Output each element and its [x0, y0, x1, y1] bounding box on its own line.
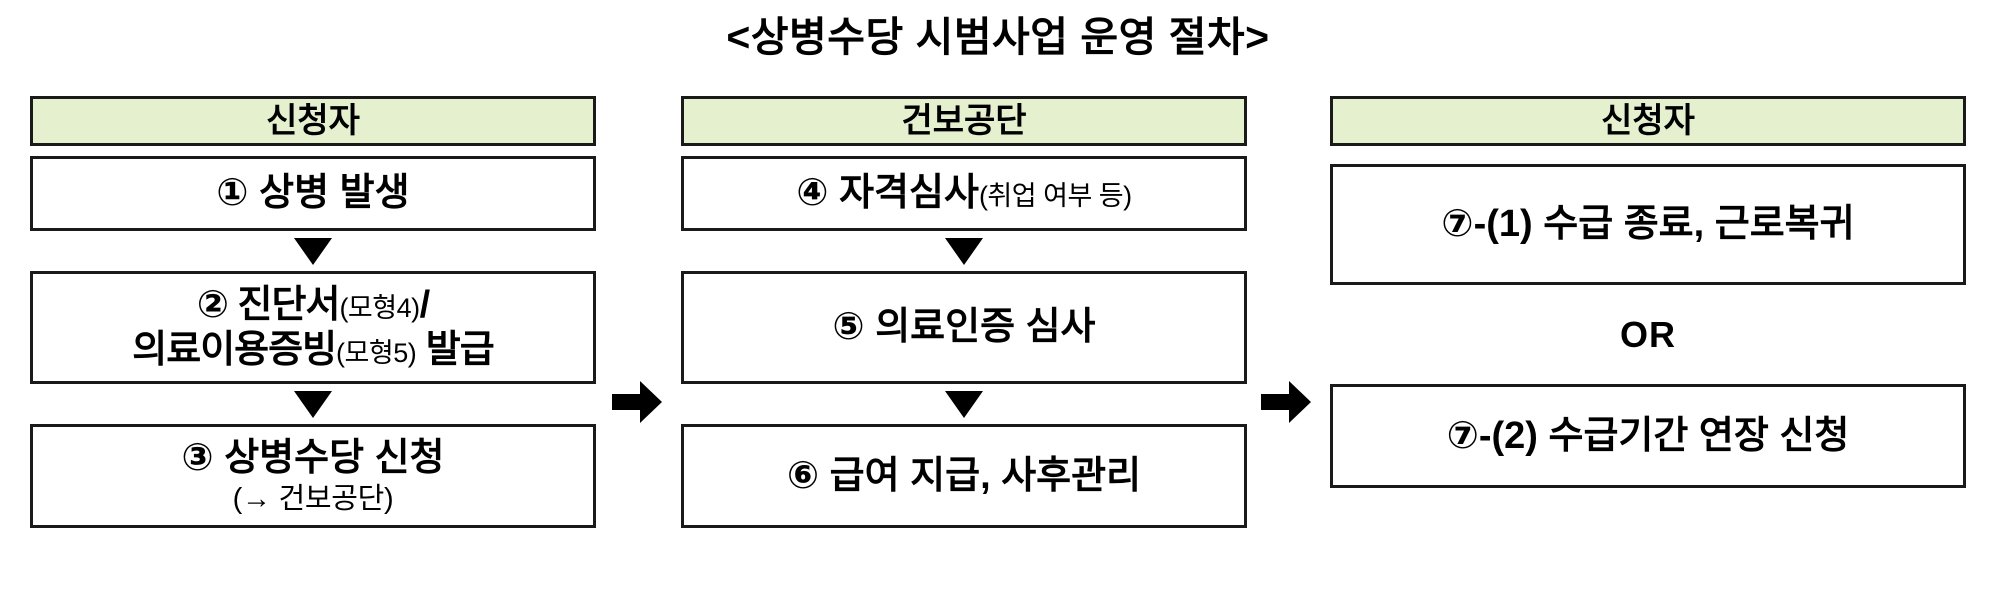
- step-2-line-1: ② 진단서(모형4)/: [196, 283, 430, 326]
- triangle-down-icon: [945, 237, 983, 265]
- column-header-nhis: 건보공단: [681, 96, 1247, 146]
- step-box-4: ④ 자격심사(취업 여부 등): [681, 156, 1247, 231]
- outcome-separator-or: OR: [1620, 313, 1676, 355]
- step-4-note: (취업 여부 등): [978, 181, 1132, 212]
- column-applicant-end: 신청자 ⑦-(1) 수급 종료, 근로복귀 OR ⑦-(2) 수급기간 연장 신…: [1330, 96, 1966, 488]
- step-box-2: ② 진단서(모형4)/ 의료이용증빙(모형5) 발급: [30, 271, 596, 384]
- step-box-6: ⑥ 급여 지급, 사후관리: [681, 424, 1247, 528]
- page-title: <상병수당 시범사업 운영 절차>: [726, 14, 1270, 60]
- column-applicant-start: 신청자 ① 상병 발생 ② 진단서(모형4)/ 의료이용증빙(모형5) 발급: [30, 96, 596, 528]
- spacer: [1330, 146, 1966, 164]
- step-box-3: ③ 상병수당 신청 (→ 건보공단): [30, 424, 596, 528]
- outcome-box-7-1: ⑦-(1) 수급 종료, 근로복귀: [1330, 164, 1966, 285]
- column-header-applicant-start: 신청자: [30, 96, 596, 146]
- triangle-down-icon: [945, 390, 983, 418]
- down-arrow-icon-3: [681, 231, 1247, 271]
- down-arrow-icon-4: [681, 384, 1247, 424]
- step-3-label: ③ 상병수당 신청: [181, 436, 445, 479]
- spacer: [681, 146, 1247, 156]
- down-arrow-icon-2: [30, 384, 596, 424]
- step-4-label: ④ 자격심사: [796, 172, 979, 215]
- right-arrow-icon-2: [1258, 374, 1314, 430]
- flowchart-columns: 신청자 ① 상병 발생 ② 진단서(모형4)/ 의료이용증빙(모형5) 발급: [0, 96, 1996, 601]
- right-arrow-icon-1: [609, 374, 665, 430]
- down-arrow-icon-1: [30, 231, 596, 271]
- step-box-5: ⑤ 의료인증 심사: [681, 271, 1247, 384]
- step-2-line-2: 의료이용증빙(모형5) 발급: [132, 328, 494, 371]
- column-header-applicant-end: 신청자: [1330, 96, 1966, 146]
- step-box-1: ① 상병 발생: [30, 156, 596, 231]
- column-nhis: 건보공단 ④ 자격심사(취업 여부 등) ⑤ 의료인증 심사 ⑥ 급여 지급, …: [681, 96, 1247, 528]
- triangle-down-icon: [294, 237, 332, 265]
- step-3-sub-label: (→ 건보공단): [232, 482, 394, 515]
- spacer: [30, 146, 596, 156]
- outcome-box-7-2: ⑦-(2) 수급기간 연장 신청: [1330, 384, 1966, 488]
- triangle-down-icon: [294, 390, 332, 418]
